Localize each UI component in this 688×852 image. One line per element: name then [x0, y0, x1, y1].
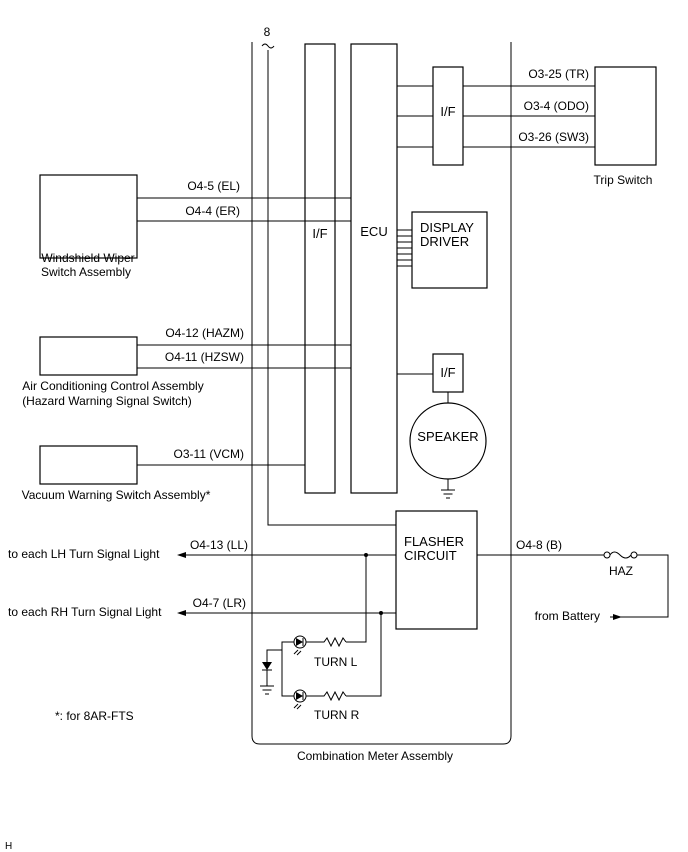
- turn-l-branch: [346, 555, 367, 643]
- pin-hzsw-label: O4-11 (HZSW): [165, 350, 244, 364]
- diode-icon: [262, 662, 272, 671]
- haz-fuse-label: HAZ: [609, 564, 633, 578]
- flasher-label-1: FLASHER: [404, 534, 464, 549]
- speaker-ground-icon: [441, 479, 455, 499]
- battery-label: from Battery: [535, 609, 600, 623]
- ac-control-label-1: Air Conditioning Control Assembly: [22, 379, 203, 393]
- pin-odo-label: O3-4 (ODO): [524, 99, 589, 113]
- pin-er-label: O4-4 (ER): [185, 204, 240, 218]
- display-driver-bus: [397, 229, 412, 267]
- turn-r-branch: [346, 613, 382, 697]
- turn-r-label: TURN R: [314, 708, 360, 722]
- pin-ll-label: O4-13 (LL): [190, 538, 248, 552]
- haz-fuse-icon: [603, 551, 638, 559]
- battery-feed-wire: [610, 554, 669, 618]
- pin-el-label: O4-5 (EL): [187, 179, 240, 193]
- led-ground-icon: [260, 670, 274, 695]
- led-common-wire: [281, 641, 294, 697]
- display-driver-label-1: DISPLAY: [420, 220, 474, 235]
- if-speaker-label: I/F: [440, 365, 455, 380]
- meter-assembly-label: Combination Meter Assembly: [297, 749, 453, 763]
- display-driver-block: [411, 211, 488, 289]
- wiper-switch-label-2: Switch Assembly: [41, 265, 131, 279]
- bus-number-label: 8: [264, 25, 271, 39]
- corner-mark: H: [5, 841, 12, 852]
- ac-control-label-2: (Hazard Warning Signal Switch): [22, 394, 192, 408]
- flasher-label-2: CIRCUIT: [404, 548, 457, 563]
- turn-r-resistor-icon: [306, 690, 347, 702]
- lr-arrow-icon: [177, 610, 186, 616]
- rh-output-label: to each RH Turn Signal Light: [8, 605, 162, 619]
- vacuum-switch-box: [39, 445, 138, 485]
- bus-break-mark: [261, 43, 275, 49]
- display-driver-label-2: DRIVER: [420, 234, 469, 249]
- flasher-circuit-block: [395, 510, 478, 630]
- ll-arrow-icon: [177, 552, 186, 558]
- ecu-label: ECU: [360, 224, 387, 239]
- ac-control-box: [39, 336, 138, 376]
- diode-feed-wire: [266, 649, 282, 662]
- battery-arrow-icon: [613, 614, 622, 620]
- trip-switch-label: Trip Switch: [594, 173, 653, 187]
- pin-sw3-label: O3-26 (SW3): [518, 130, 589, 144]
- pin-lr-label: O4-7 (LR): [193, 596, 246, 610]
- if-main-label: I/F: [312, 226, 327, 241]
- footnote: *: for 8AR-FTS: [55, 709, 134, 723]
- pin-b-label: O4-8 (B): [516, 538, 562, 552]
- speaker-label: SPEAKER: [417, 429, 478, 444]
- vacuum-switch-label: Vacuum Warning Switch Assembly*: [22, 488, 211, 502]
- trip-switch-box: [594, 66, 657, 166]
- if-trip-label: I/F: [440, 104, 455, 119]
- wiper-switch-box: [39, 174, 138, 259]
- bus-line-8: [267, 50, 396, 526]
- wiper-switch-label-1: Windshield Wiper: [41, 251, 134, 265]
- turn-l-label: TURN L: [314, 655, 358, 669]
- turn-l-resistor-icon: [306, 636, 347, 648]
- pin-vcm-label: O3-11 (VCM): [174, 447, 244, 461]
- meter-assembly-outline: [251, 42, 512, 745]
- pin-hazm-label: O4-12 (HAZM): [165, 326, 244, 340]
- pin-tr-label: O3-25 (TR): [528, 67, 589, 81]
- ecu-block: [350, 43, 398, 494]
- turn-r-led-icon: [293, 689, 307, 710]
- turn-l-led-icon: [293, 635, 307, 656]
- lh-output-label: to each LH Turn Signal Light: [8, 547, 160, 561]
- if-main-block: [304, 43, 336, 494]
